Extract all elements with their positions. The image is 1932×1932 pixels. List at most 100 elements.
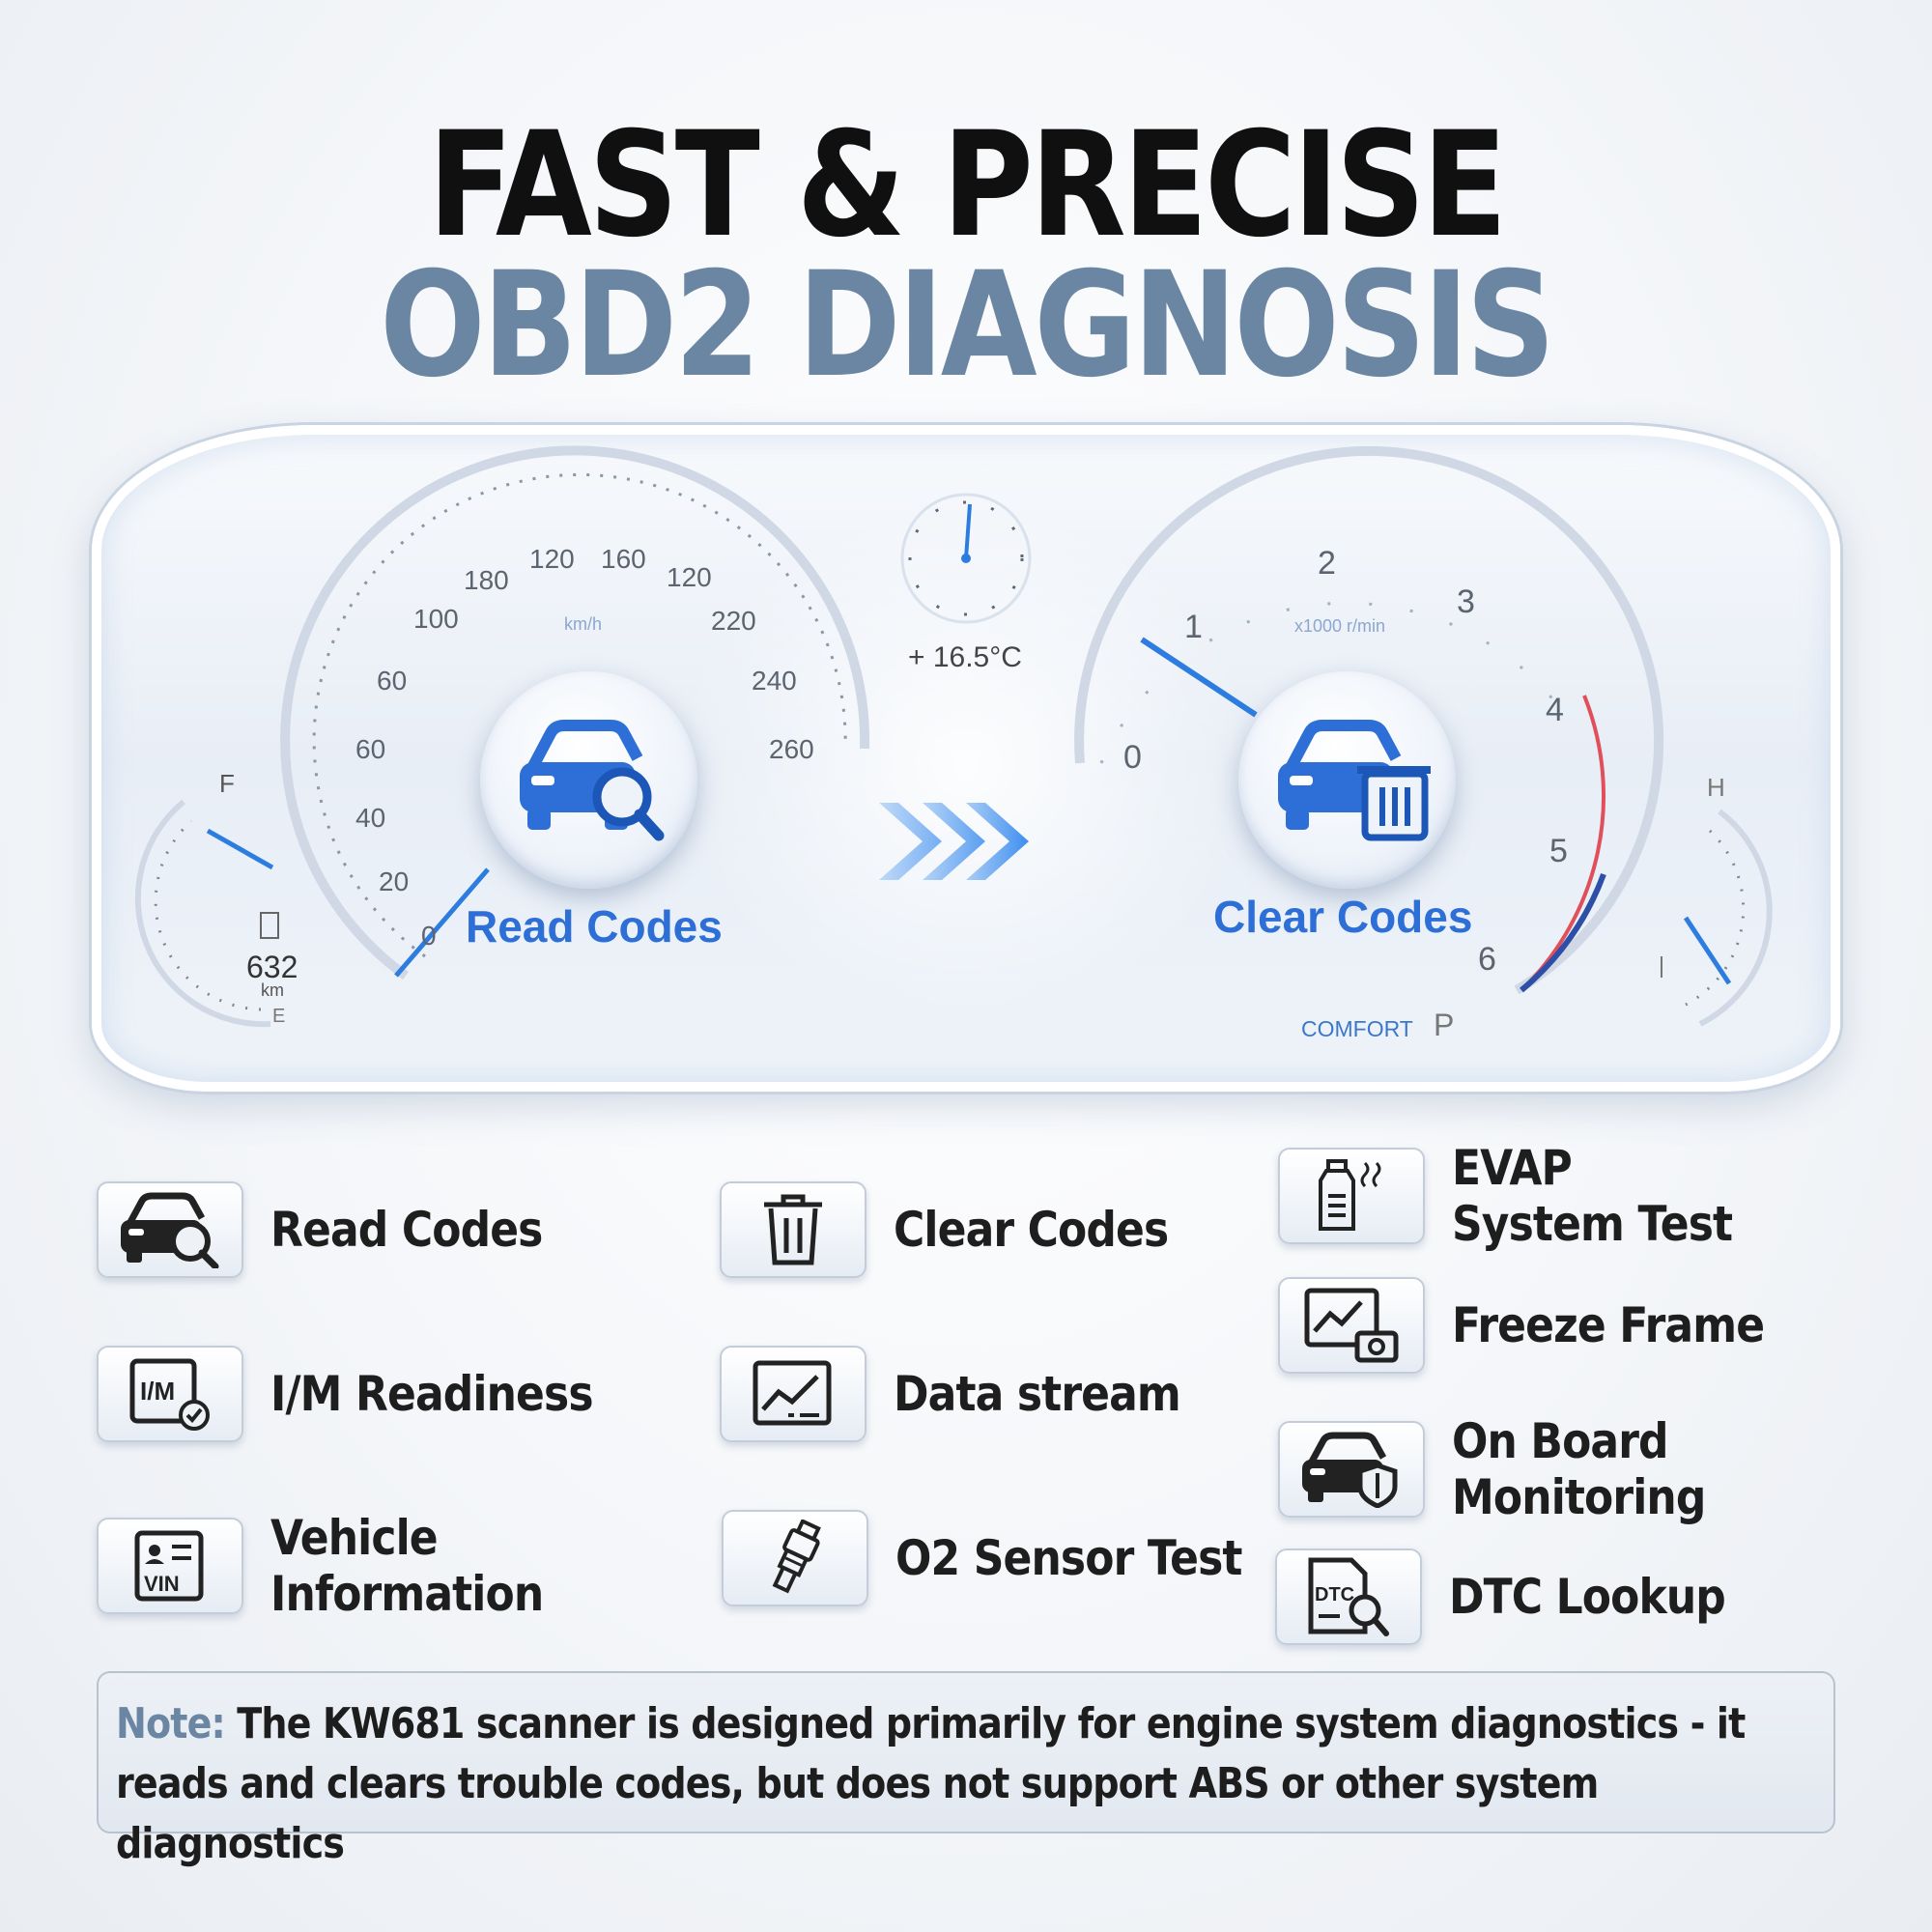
feature-on-board-monitoring: On Board Monitoring [1278,1413,1740,1525]
fuel-range-value: 632 [246,950,298,984]
feature-label: Vehicle Information [270,1510,544,1622]
rpm-tick-5: 5 [1549,833,1568,869]
clear-codes-dial [1238,671,1456,889]
speed-tick-180: 180 [464,565,509,595]
clock-hand [964,503,972,559]
rpm-tick-6: 6 [1478,941,1496,978]
feature-icon-tile [722,1510,868,1606]
speed-tick-20: 20 [379,867,409,896]
speed-tick-260: 260 [769,734,814,764]
fuel-gauge-arc [134,799,271,1028]
feature-icon-tile: I/M [97,1346,243,1442]
fuel-full-label: F [219,769,235,798]
tachometer-arc [1074,445,1664,995]
speed-tick-100: 100 [413,604,459,634]
trash-icon [764,1194,822,1265]
evap-bottle-icon [1319,1159,1381,1231]
feature-icon-tile [1278,1421,1425,1518]
note-text: The KW681 scanner is designed primarily … [116,1699,1746,1868]
rpm-tick-4: 4 [1546,692,1564,728]
feature-freeze-frame: Freeze Frame [1278,1277,1806,1374]
headline-line-1: FAST & PRECISE [428,101,1507,270]
coolant-gauge-arc [1698,809,1773,1027]
feature-icon-tile: VIN [97,1518,243,1614]
svg-text:DTC: DTC [1315,1584,1354,1605]
fuel-range-unit: km [261,980,284,1000]
feature-label: O2 Sensor Test [895,1530,1242,1586]
coolant-needle [1683,916,1732,985]
speedometer-numbers: 0 20 40 60 60 100 180 120 160 120 220 24… [355,544,814,951]
car-search-icon [121,1192,219,1268]
chart-camera-icon [1304,1288,1399,1363]
tachometer-redline-shadow [1520,872,1606,993]
rpm-tick-2: 2 [1318,545,1336,582]
svg-text:VIN: VIN [144,1572,180,1596]
chevron-arrows-icon [879,803,1029,880]
data-stream-icon [753,1360,832,1426]
feature-label: Clear Codes [894,1202,1169,1258]
rpm-unit: x1000 r/min [1294,616,1386,636]
feature-label: I/M Readiness [270,1366,594,1422]
speedometer-ticks [312,472,847,958]
feature-icon-tile: DTC [1275,1548,1422,1645]
feature-dtc-lookup: DTC DTC Lookup [1275,1548,1763,1645]
feature-icon-tile [1278,1148,1425,1244]
vin-card-icon: VIN [134,1530,204,1602]
speedometer-arc [280,445,870,980]
car-trash-icon [1278,720,1431,841]
tachometer-numbers: 0 1 2 3 4 5 6 [1123,545,1568,978]
feature-label: DTC Lookup [1449,1569,1726,1625]
fuel-pump-icon [260,912,279,939]
feature-label: Data stream [894,1366,1181,1422]
car-shield-icon [1302,1432,1398,1508]
feature-evap-system-test: EVAP System Test [1278,1140,1771,1252]
speed-tick-0: 0 [421,921,437,951]
clear-codes-dial-label: Clear Codes [1213,892,1473,942]
read-codes-dial [480,671,697,889]
feature-icon-tile [720,1181,867,1278]
feature-clear-codes: Clear Codes [720,1181,1206,1278]
clock-ticks [908,500,1024,616]
feature-icon-tile [1278,1277,1425,1374]
tachometer-ticks [1099,601,1567,764]
gear-indicator: P [1434,1008,1455,1042]
drive-mode: COMFORT [1301,1016,1413,1041]
note-box: Note: The KW681 scanner is designed prim… [97,1671,1835,1868]
clock-face [900,493,1032,624]
dtc-search-icon: DTC [1308,1557,1389,1636]
feature-o2-sensor-test: O2 Sensor Test [722,1510,1289,1606]
tachometer-needle [1140,637,1258,718]
fuel-needle [206,828,274,870]
rpm-tick-0: 0 [1123,739,1142,776]
speed-tick-60b: 60 [377,666,407,696]
feature-read-codes: Read Codes [97,1181,580,1278]
coolant-gauge-ticks [1685,829,1746,1007]
read-codes-dial-label: Read Codes [466,901,723,952]
coolant-hot-label: H [1707,773,1725,802]
car-search-icon [520,720,665,841]
feature-vehicle-information: VIN Vehicle Information [97,1510,581,1622]
speed-unit: km/h [564,614,603,634]
speed-tick-160: 160 [601,544,646,574]
o2-sensor-icon [772,1520,821,1594]
feature-label: Freeze Frame [1452,1297,1765,1353]
speedometer-needle [394,867,490,978]
speed-tick-240: 240 [752,666,797,696]
im-readiness-icon: I/M [129,1358,210,1431]
speed-tick-40: 40 [355,803,385,833]
fuel-empty-label: E [272,1006,285,1027]
clock-center [961,554,971,563]
note-prefix: Note: [116,1699,226,1748]
speed-tick-220: 220 [711,606,756,636]
svg-text:I/M: I/M [140,1377,175,1406]
feature-icon-tile [720,1346,867,1442]
rpm-tick-3: 3 [1457,583,1475,620]
headline-line-2: OBD2 DIAGNOSIS [380,242,1555,410]
feature-im-readiness: I/M I/M Readiness [97,1346,637,1442]
feature-label: EVAP System Test [1452,1140,1733,1252]
feature-icon-tile [97,1181,243,1278]
feature-label: Read Codes [270,1202,543,1258]
speed-tick-60a: 60 [355,734,385,764]
speed-tick-120b: 120 [667,562,712,592]
